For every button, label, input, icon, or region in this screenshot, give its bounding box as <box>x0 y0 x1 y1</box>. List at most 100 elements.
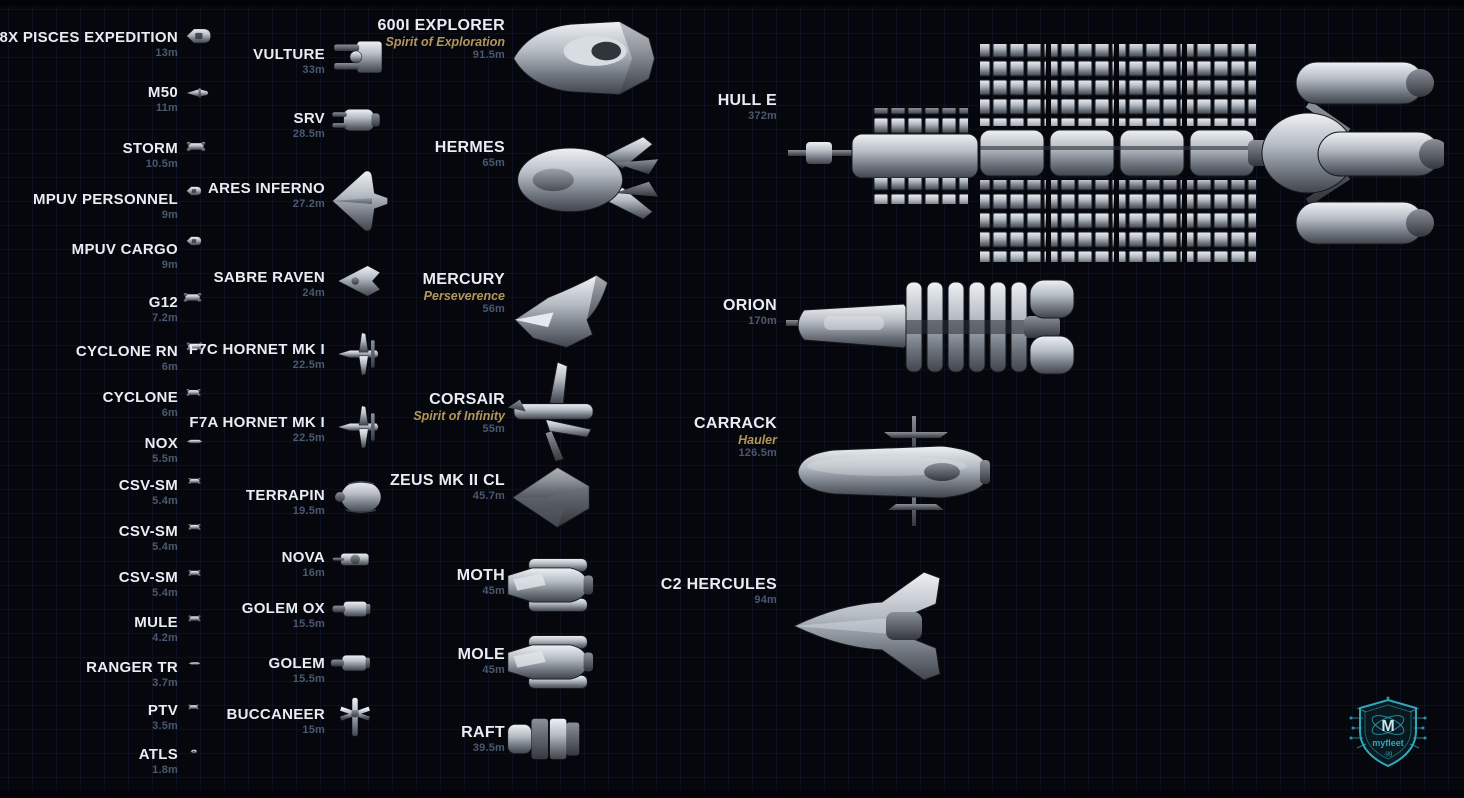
mole-ship-icon <box>504 632 594 692</box>
ship-name: CSV-SM <box>118 523 178 540</box>
c2-hercules-ship-icon <box>790 556 946 696</box>
ship-name: F7A HORNET MK I <box>189 414 325 431</box>
g12-ship-icon <box>183 291 202 304</box>
ship-name: CSV-SM <box>118 477 178 494</box>
ship-size: 1.8m <box>152 763 178 776</box>
ship-size: 91.5m <box>472 48 505 61</box>
ship-name: PTV <box>147 702 178 719</box>
ship-name: M50 <box>147 84 178 101</box>
ship-name: MOTH <box>456 567 505 584</box>
ship-size: 56m <box>482 302 505 315</box>
ship-name: C8X PISCES EXPEDITION <box>0 29 178 46</box>
ship-size: 19.5m <box>292 504 325 517</box>
atls-ship-icon <box>190 747 197 756</box>
f7c-hornet-ship-icon <box>336 331 382 377</box>
orion-ship-icon <box>784 276 1076 378</box>
ship-size: 65m <box>482 156 505 169</box>
nova-ship-icon <box>332 547 372 571</box>
srv-ship-icon <box>330 102 382 138</box>
myfleet-logo: M myfleet .gg <box>1349 696 1427 768</box>
ship-name: G12 <box>148 294 178 311</box>
ship-name: MPUV PERSONNEL <box>32 191 178 208</box>
ship-name: RANGER TR <box>86 659 178 676</box>
mule-ship-icon <box>188 613 201 624</box>
ship-name: MOLE <box>457 646 505 663</box>
ship-name: NOX <box>144 435 178 452</box>
ship-size: 4.2m <box>152 631 178 644</box>
ship-name: TERRAPIN <box>245 487 325 504</box>
ship-name: STORM <box>122 140 178 157</box>
ship-size: 5.4m <box>152 586 178 599</box>
mpuv-personnel-ship-icon <box>185 184 202 198</box>
sabre-raven-ship-icon <box>336 262 384 300</box>
ship-name: GOLEM <box>268 655 325 672</box>
ship-name: CSV-SM <box>118 569 178 586</box>
m50-ship-icon <box>186 86 210 100</box>
ship-size: 7.2m <box>152 311 178 324</box>
ship-name: 600I EXPLORER <box>377 17 505 34</box>
ship-size: 15m <box>302 723 325 736</box>
mpuv-cargo-ship-icon <box>185 234 202 248</box>
ship-size: 15.5m <box>292 672 325 685</box>
logo-tld-text: .gg <box>1384 751 1392 757</box>
ship-name: ZEUS MK II CL <box>389 472 505 489</box>
carrack-ship-icon <box>792 410 994 532</box>
ship-name: ATLS <box>138 746 178 763</box>
ship-size: 3.5m <box>152 719 178 732</box>
ship-name: CORSAIR <box>429 391 505 408</box>
ranger-tr-ship-icon <box>188 660 201 667</box>
ship-size: 55m <box>482 422 505 435</box>
ship-name: CYCLONE RN <box>75 343 178 360</box>
moth-ship-icon <box>504 556 594 614</box>
600i-explorer-ship-icon <box>508 14 660 102</box>
csv-sm-ship-icon <box>188 568 201 578</box>
ship-size: 22.5m <box>292 431 325 444</box>
mercury-ship-icon <box>510 266 614 354</box>
ship-name: VULTURE <box>253 46 325 63</box>
ship-name: HERMES <box>434 139 505 156</box>
hermes-ship-icon <box>512 130 662 226</box>
ship-name: SRV <box>293 110 325 127</box>
ptv-ship-icon <box>188 702 199 712</box>
ship-name: CYCLONE <box>102 389 178 406</box>
ship-size: 6m <box>161 406 178 419</box>
ship-custom-name: Perseverence <box>423 288 505 303</box>
ship-name: SABRE RAVEN <box>213 269 325 286</box>
ship-size: 9m <box>161 258 178 271</box>
ship-size: 33m <box>302 63 325 76</box>
ship-size: 45m <box>482 584 505 597</box>
ship-name: ARES INFERNO <box>208 180 325 197</box>
ship-name: NOVA <box>281 549 325 566</box>
ship-size: 94m <box>754 593 777 606</box>
hull-e-ship-icon <box>788 40 1444 266</box>
csv-sm-ship-icon <box>188 476 201 486</box>
ship-custom-name: Hauler <box>738 432 777 447</box>
ship-name: RAFT <box>461 724 505 741</box>
bottom-edge-bar <box>0 790 1464 798</box>
ship-size: 10.5m <box>145 157 178 170</box>
ship-size: 22.5m <box>292 358 325 371</box>
ship-size: 3.7m <box>152 676 178 689</box>
ship-name: F7C HORNET MK I <box>188 341 325 358</box>
buccaneer-ship-icon <box>336 696 374 738</box>
logo-monogram: M <box>1381 718 1394 735</box>
ship-name: BUCCANEER <box>226 706 325 723</box>
golem-ship-icon <box>328 650 372 676</box>
ares-inferno-ship-icon <box>330 168 390 234</box>
ship-name: MULE <box>134 614 178 631</box>
ship-size: 28.5m <box>292 127 325 140</box>
ship-size: 11m <box>155 101 178 114</box>
cyclone-ship-icon <box>186 387 201 398</box>
ship-name: C2 HERCULES <box>660 576 777 593</box>
ship-size: 5.5m <box>152 452 178 465</box>
f7a-hornet-ship-icon <box>336 404 382 450</box>
golem-ox-ship-icon <box>330 595 372 623</box>
ship-size: 5.4m <box>152 540 178 553</box>
ship-size: 27.2m <box>292 197 325 210</box>
ship-name: MPUV CARGO <box>71 241 178 258</box>
ship-name: GOLEM OX <box>241 600 325 617</box>
ship-size: 45m <box>482 663 505 676</box>
ship-size: 45.7m <box>472 489 505 502</box>
zeus-ship-icon <box>508 462 594 532</box>
